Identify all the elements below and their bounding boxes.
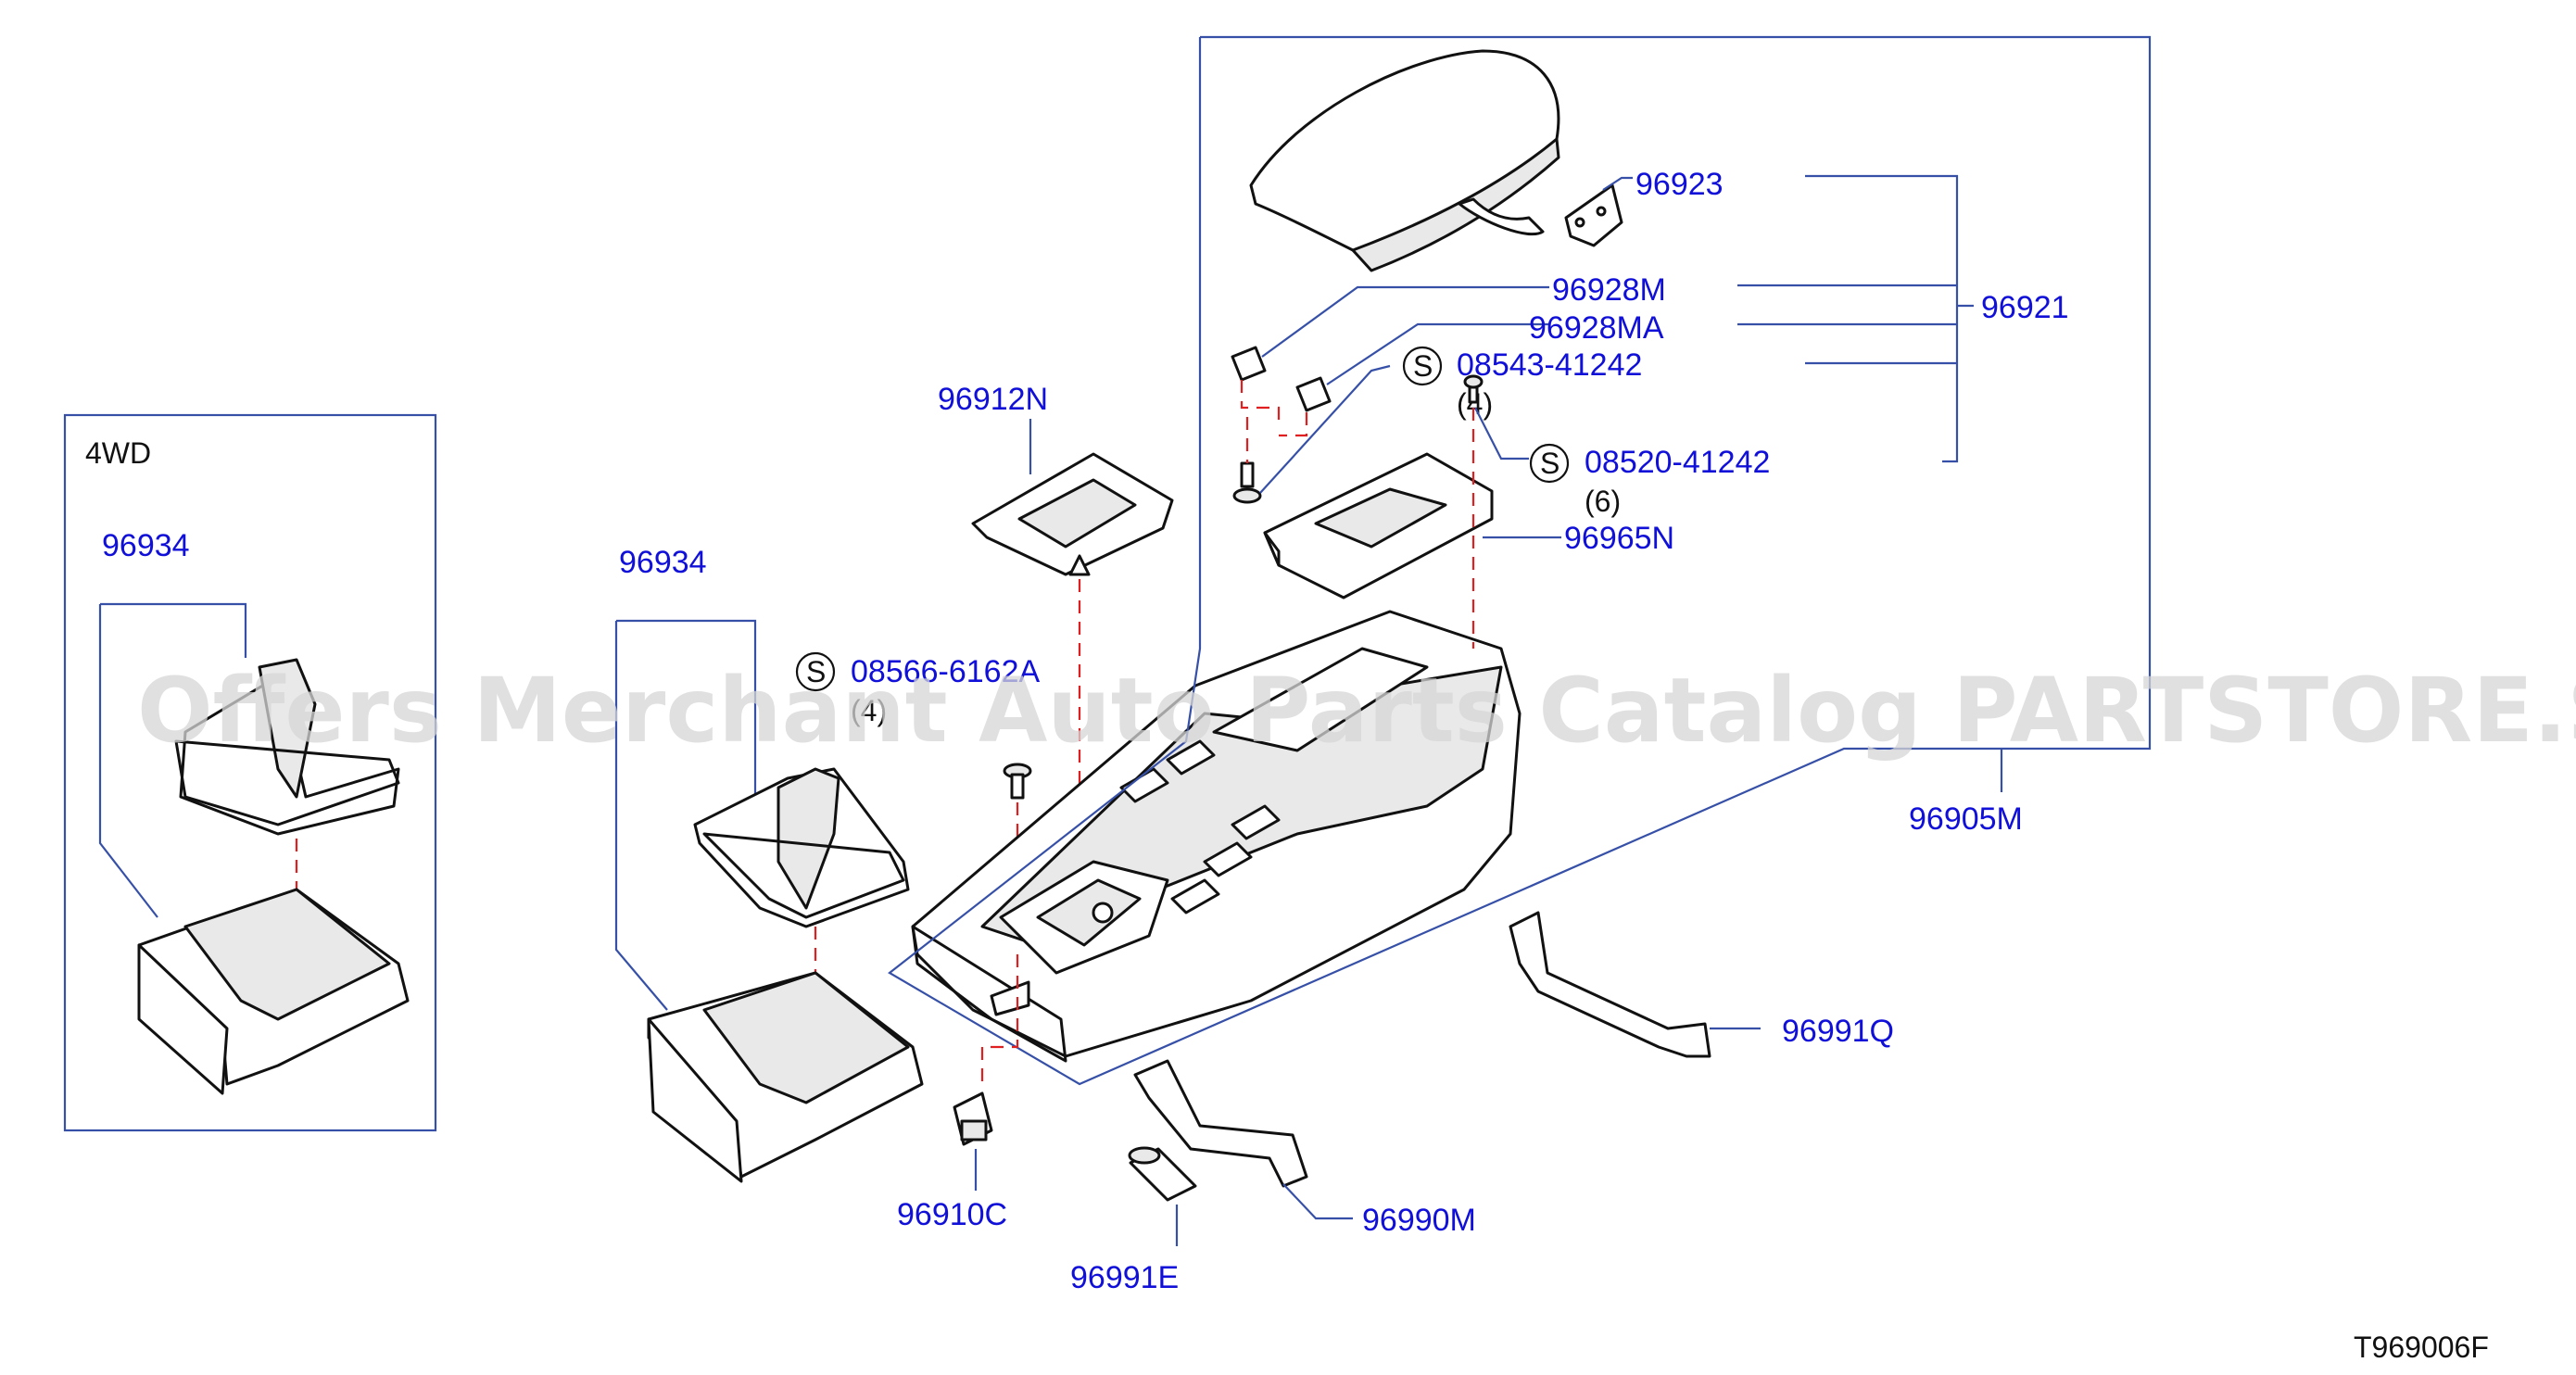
shift-boot-4wd [174, 658, 400, 836]
qty-08520: (6) [1585, 485, 1621, 518]
group-08566: S 08566-6162A (4) [795, 651, 1041, 954]
watermark: Offers Merchant Auto Parts Catalog PARTS… [137, 659, 2576, 763]
clip-96910C [953, 1091, 993, 1146]
label-96990M[interactable]: 96990M [1362, 1203, 1476, 1238]
qty-08566: (4) [851, 694, 887, 727]
bracket-96990M [1133, 1059, 1308, 1188]
label-08520-41242[interactable]: 08520-41242 [1585, 445, 1770, 480]
tray-96912N [971, 452, 1174, 576]
label-96921[interactable]: 96921 [1981, 290, 2069, 325]
shift-boot [693, 767, 910, 928]
service-badge-08520 [1529, 443, 1570, 484]
bracket-96991Q [1509, 911, 1711, 1058]
label-08543-41242[interactable]: 08543-41242 [1457, 347, 1642, 383]
label-96928MA[interactable]: 96928MA [1529, 310, 1664, 346]
label-96965N[interactable]: 96965N [1564, 521, 1674, 556]
service-symbol-08520: S [1540, 447, 1559, 480]
spacer-96991E [1128, 1146, 1197, 1202]
hinge-96923 [1564, 183, 1623, 247]
inset-4wd: 4WD 96934 [63, 413, 437, 1132]
clip-96928M [1231, 346, 1267, 382]
screw-08566 [1003, 763, 1032, 800]
page-code: T969006F [2354, 1331, 2489, 1364]
screw-08520 [1463, 374, 1484, 404]
inset-part-label[interactable]: 96934 [102, 528, 190, 563]
group-96912N: 96912N [938, 382, 1174, 862]
group-96934: 96934 [614, 545, 924, 1183]
main-console [911, 610, 1522, 1063]
label-08566-6162A[interactable]: 08566-6162A [851, 654, 1041, 689]
service-symbol: S [806, 655, 826, 688]
label-96910C[interactable]: 96910C [897, 1197, 1007, 1232]
inset-title: 4WD [85, 436, 151, 470]
label-96928M[interactable]: 96928M [1552, 272, 1666, 308]
label-96991Q[interactable]: 96991Q [1782, 1014, 1894, 1049]
console-cover [647, 971, 924, 1183]
console-cover-4wd [137, 888, 410, 1095]
label-96912N[interactable]: 96912N [938, 382, 1048, 417]
armrest-lid [1249, 49, 1560, 272]
service-badge [795, 651, 836, 692]
label-96934[interactable]: 96934 [619, 545, 707, 580]
clip-96928MA [1295, 376, 1332, 412]
screw-08543 [1232, 461, 1262, 504]
label-96923[interactable]: 96923 [1635, 167, 1724, 202]
cupholder-96965N [1263, 452, 1494, 599]
label-96991E[interactable]: 96991E [1070, 1260, 1179, 1295]
label-96905M[interactable]: 96905M [1909, 801, 2023, 837]
service-symbol-08543: S [1413, 349, 1433, 383]
service-badge-08543 [1402, 346, 1443, 386]
